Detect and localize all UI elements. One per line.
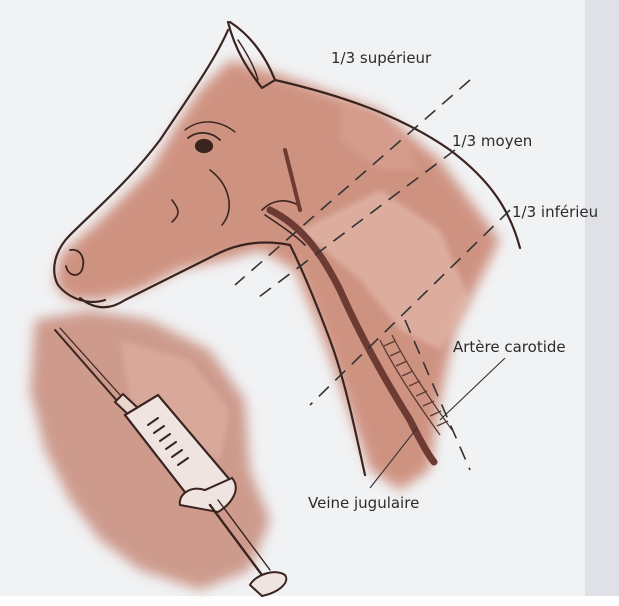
label-middle-third: 1/3 moyen <box>452 134 532 149</box>
label-carotid-artery: Artère carotide <box>453 340 566 355</box>
label-lower-third: 1/3 inférieu <box>512 205 598 220</box>
label-upper-third: 1/3 supérieur <box>331 51 431 66</box>
paper-shadow-right <box>585 0 619 606</box>
paper-edge-bottom <box>0 596 619 606</box>
label-jugular-vein: Veine jugulaire <box>308 496 419 511</box>
